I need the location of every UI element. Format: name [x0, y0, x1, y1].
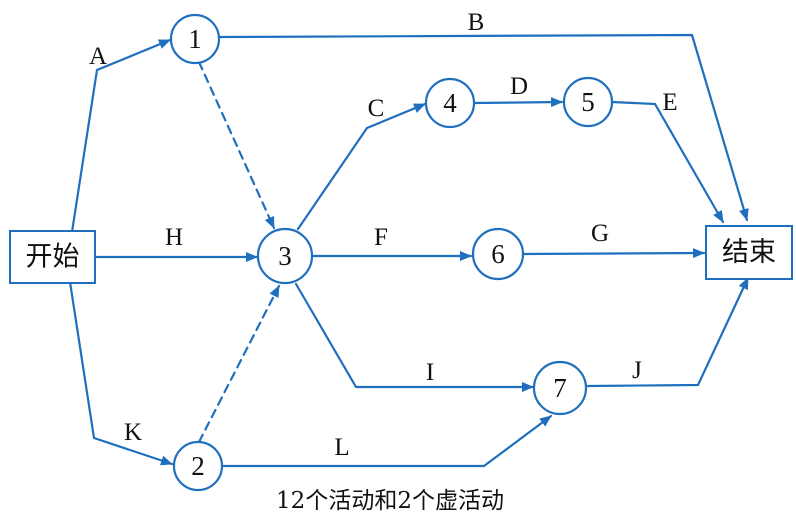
node-2: 2: [172, 440, 224, 492]
activity-labels: A B C D E F G H I J K L: [89, 9, 678, 461]
activity-label-d: D: [510, 73, 528, 100]
activity-arrow-a: [70, 38, 172, 234]
end-node-box: [705, 225, 793, 280]
node-2-circle: [172, 440, 224, 492]
node-6-circle: [471, 227, 525, 281]
node-5: 5: [562, 76, 614, 128]
node-7: 7: [532, 360, 588, 416]
start-node-label: 开始: [26, 242, 80, 273]
node-4-label: 4: [443, 88, 457, 118]
end-node-label: 结束: [722, 237, 776, 268]
activity-label-c: C: [368, 95, 385, 122]
node-1: 1: [169, 13, 221, 65]
node-5-label: 5: [581, 87, 595, 117]
node-4-circle: [424, 77, 476, 129]
event-nodes: 开始 结束 1 2 3 4: [9, 13, 793, 492]
node-2-label: 2: [191, 451, 205, 481]
activity-arrow-d: [472, 97, 564, 108]
start-node: 开始: [9, 230, 96, 284]
node-5-circle: [562, 76, 614, 128]
node-3-circle: [256, 227, 314, 285]
activity-label-k: K: [124, 419, 142, 446]
activity-arrows: [68, 33, 750, 468]
activity-arrow-j: [586, 276, 750, 388]
dummy-activity-arrow-1-3: [197, 60, 276, 230]
diagram-caption: 12个活动和2个虚活动: [276, 488, 504, 514]
node-3: 3: [256, 227, 314, 285]
end-node: 结束: [705, 225, 793, 280]
node-1-label: 1: [188, 24, 202, 54]
node-7-circle: [532, 360, 588, 416]
activity-label-h: H: [165, 224, 183, 251]
activity-label-i: I: [426, 359, 434, 386]
node-7-label: 7: [553, 373, 567, 403]
start-node-box: [9, 230, 96, 284]
activity-label-f: F: [374, 224, 388, 251]
node-4: 4: [424, 77, 476, 129]
activity-label-j: J: [632, 357, 642, 384]
activity-label-e: E: [662, 89, 677, 116]
activity-arrow-g: [521, 248, 706, 259]
activity-label-b: B: [468, 9, 485, 36]
activity-arrow-k: [68, 280, 174, 466]
activity-label-l: L: [334, 434, 349, 461]
dummy-activity-arrow-2-3: [197, 284, 281, 444]
node-6: 6: [471, 227, 525, 281]
activity-label-a: A: [89, 43, 107, 70]
node-3-label: 3: [278, 241, 292, 271]
activity-arrow-e: [610, 100, 725, 224]
activity-arrow-l: [221, 414, 553, 468]
node-6-label: 6: [491, 239, 505, 269]
activity-arrow-c: [296, 102, 427, 231]
activity-arrow-b: [217, 33, 749, 222]
activity-arrow-i: [294, 282, 535, 392]
activity-label-g: G: [591, 220, 609, 247]
node-1-circle: [169, 13, 221, 65]
